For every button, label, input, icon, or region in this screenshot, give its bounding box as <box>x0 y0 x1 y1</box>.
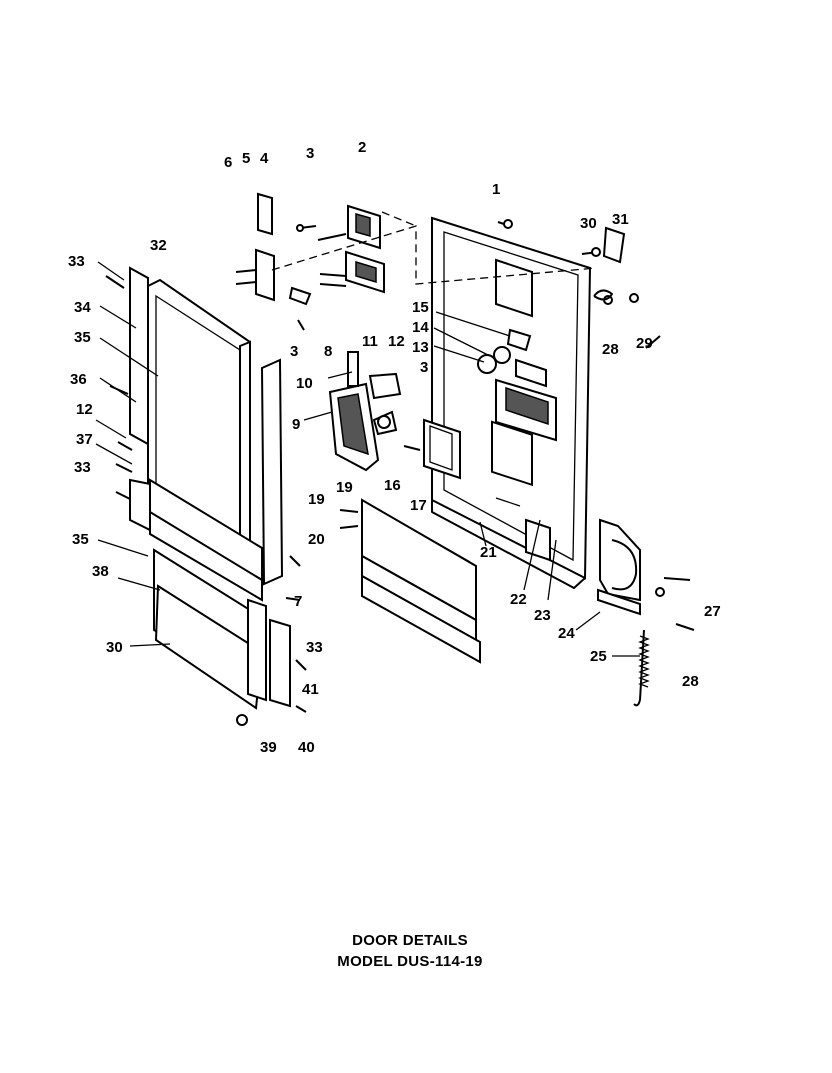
part-label-1: 1 <box>492 181 500 198</box>
diagram-model: MODEL DUS-114-19 <box>337 953 483 970</box>
part-label-23: 23 <box>534 607 551 624</box>
part-label-40: 40 <box>298 739 315 756</box>
part-label-3: 3 <box>290 343 298 360</box>
bottom-trim-panel <box>361 498 481 664</box>
part-label-33: 33 <box>74 459 91 476</box>
part-label-33: 33 <box>306 639 323 656</box>
part-label-16: 16 <box>384 477 401 494</box>
part-label-28: 28 <box>682 673 699 690</box>
outer-door-panel <box>129 266 291 710</box>
part-label-27: 27 <box>704 603 721 620</box>
part-label-38: 38 <box>92 563 109 580</box>
door-handle <box>328 351 402 472</box>
part-label-13: 13 <box>412 339 429 356</box>
part-label-9: 9 <box>292 416 300 433</box>
part-label-30: 30 <box>106 639 123 656</box>
part-label-28: 28 <box>602 341 619 358</box>
part-label-36: 36 <box>70 371 87 388</box>
right-hinge-bracket <box>597 518 641 616</box>
part-label-7: 7 <box>294 593 302 610</box>
part-label-15: 15 <box>412 299 429 316</box>
part-label-29: 29 <box>636 335 653 352</box>
part-label-41: 41 <box>302 681 319 698</box>
part-label-31: 31 <box>612 211 629 228</box>
part-label-12: 12 <box>388 333 405 350</box>
part-label-11: 11 <box>362 333 378 350</box>
part-label-25: 25 <box>590 648 607 665</box>
hinge-spring <box>633 629 650 707</box>
part-label-35: 35 <box>74 329 91 346</box>
part-label-3: 3 <box>306 145 314 162</box>
part-label-22: 22 <box>510 591 527 608</box>
leader-lines <box>95 261 640 657</box>
part-label-19: 19 <box>336 479 353 496</box>
part-label-10: 10 <box>296 375 313 392</box>
part-label-3: 3 <box>420 359 428 376</box>
part-label-21: 21 <box>480 544 497 561</box>
part-label-32: 32 <box>150 237 167 254</box>
part-label-14: 14 <box>412 319 429 336</box>
part-label-12: 12 <box>76 401 93 418</box>
part-number-labels: 1 2 3 3 3 4 5 6 7 8 9 10 11 12 12 13 14 … <box>68 139 721 756</box>
inner-door-panel <box>423 216 592 589</box>
part-label-24: 24 <box>558 625 575 642</box>
part-label-6: 6 <box>224 154 232 171</box>
diagram-title: DOOR DETAILS <box>352 932 468 949</box>
part-label-2: 2 <box>358 139 366 156</box>
part-label-4: 4 <box>260 150 269 167</box>
part-label-19: 19 <box>308 491 325 508</box>
screws <box>105 219 695 726</box>
part-label-8: 8 <box>324 343 332 360</box>
part-label-5: 5 <box>242 150 250 167</box>
top-hinge-assembly <box>255 192 597 306</box>
part-label-35: 35 <box>72 531 89 548</box>
part-label-34: 34 <box>74 299 91 316</box>
part-label-17: 17 <box>410 497 427 514</box>
part-label-30: 30 <box>580 215 597 232</box>
part-label-39: 39 <box>260 739 277 756</box>
part-label-37: 37 <box>76 431 93 448</box>
part-label-33: 33 <box>68 253 85 270</box>
part-label-20: 20 <box>308 531 325 548</box>
